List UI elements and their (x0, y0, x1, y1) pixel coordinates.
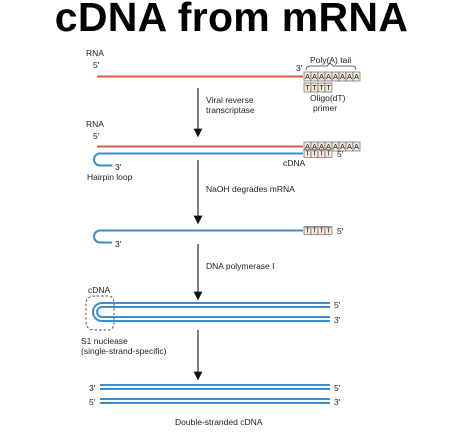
cdna-label: cDNA (283, 158, 306, 168)
thymine-box (324, 226, 333, 235)
ds-bottom-5prime-label: 5′ (89, 397, 96, 407)
adenine-letter: A (340, 142, 345, 151)
adenine-letter: A (312, 72, 317, 81)
rna-5prime-label-2: 5′ (93, 131, 100, 141)
adenine-letter: A (305, 72, 310, 81)
thymine-letter: T (312, 83, 317, 92)
dsdna-top-5prime-label: 5′ (334, 300, 341, 310)
dsdna-bottom-3prime-label: 3′ (334, 315, 341, 325)
page-title: cDNA from mRNA (54, 0, 409, 40)
thymine-letter: T (312, 226, 317, 235)
adenine-letter: A (354, 72, 359, 81)
thymine-box (324, 82, 333, 93)
s1-cut-region (85, 295, 115, 331)
ss-cdna-hairpin (93, 229, 303, 244)
adenine-box (352, 71, 361, 82)
adenine-letter: A (326, 72, 331, 81)
adenine-letter: A (319, 72, 324, 81)
polya-brace (305, 62, 357, 71)
naoh-label: NaOH degrades mRNA (206, 184, 295, 194)
thymine-box (324, 149, 333, 158)
hairpin-3prime-label: 3′ (115, 162, 122, 172)
double-stranded-label: Double-stranded cDNA (175, 417, 263, 427)
rna-label-2: RNA (86, 119, 104, 129)
s1-nuclease-label: S1 nuclease (single-strand-specific) (81, 336, 167, 356)
cdna-5prime-label: 5′ (337, 149, 344, 159)
adenine-letter: A (340, 72, 345, 81)
adenine-letter: A (333, 142, 338, 151)
ds-top-3prime-label: 3′ (89, 383, 96, 393)
thymine-letter: T (326, 83, 331, 92)
cdna-label-2: cDNA (88, 285, 111, 295)
rna-5prime-label: 5′ (93, 60, 100, 70)
adenine-letter: A (347, 142, 352, 151)
adenine-letter: A (326, 142, 331, 151)
hairpin-loop-label: Hairpin loop (87, 172, 133, 182)
ds-bottom-3prime-label: 3′ (334, 397, 341, 407)
adenine-letter: A (312, 142, 317, 151)
thymine-letter: T (319, 83, 324, 92)
thymine-letter: T (326, 226, 331, 235)
ss-cdna-3prime-label: 3′ (115, 239, 122, 249)
ds-cdna-top-strand (100, 384, 330, 390)
thymine-letter: T (305, 149, 310, 158)
thymine-letter: T (319, 226, 324, 235)
adenine-letter: A (354, 142, 359, 151)
thymine-letter: T (305, 83, 310, 92)
viral-rt-label: Viral reverse transcriptase (206, 95, 256, 115)
thymine-letter: T (326, 149, 331, 158)
adenine-letter: A (305, 142, 310, 151)
thymine-letter: T (319, 149, 324, 158)
hairpin-dsdna (92, 302, 330, 322)
rna-3prime-label: 3′ (296, 63, 303, 73)
ds-top-5prime-label: 5′ (334, 383, 341, 393)
cdna-hairpin-strand (93, 152, 303, 167)
polya-tail-label: Poly(A) tail (310, 55, 351, 65)
rna-label: RNA (86, 48, 104, 58)
adenine-letter: A (347, 72, 352, 81)
thymine-letter: T (312, 149, 317, 158)
adenine-box (352, 141, 361, 152)
dna-pol-label: DNA polymerase I (206, 261, 275, 271)
thymine-letter: T (305, 226, 310, 235)
oligo-dt-primer-label: Oligo(dT) primer (310, 93, 348, 113)
ds-cdna-bottom-strand (100, 398, 330, 404)
adenine-letter: A (319, 142, 324, 151)
ss-cdna-5prime-label: 5′ (337, 226, 344, 236)
adenine-letter: A (333, 72, 338, 81)
